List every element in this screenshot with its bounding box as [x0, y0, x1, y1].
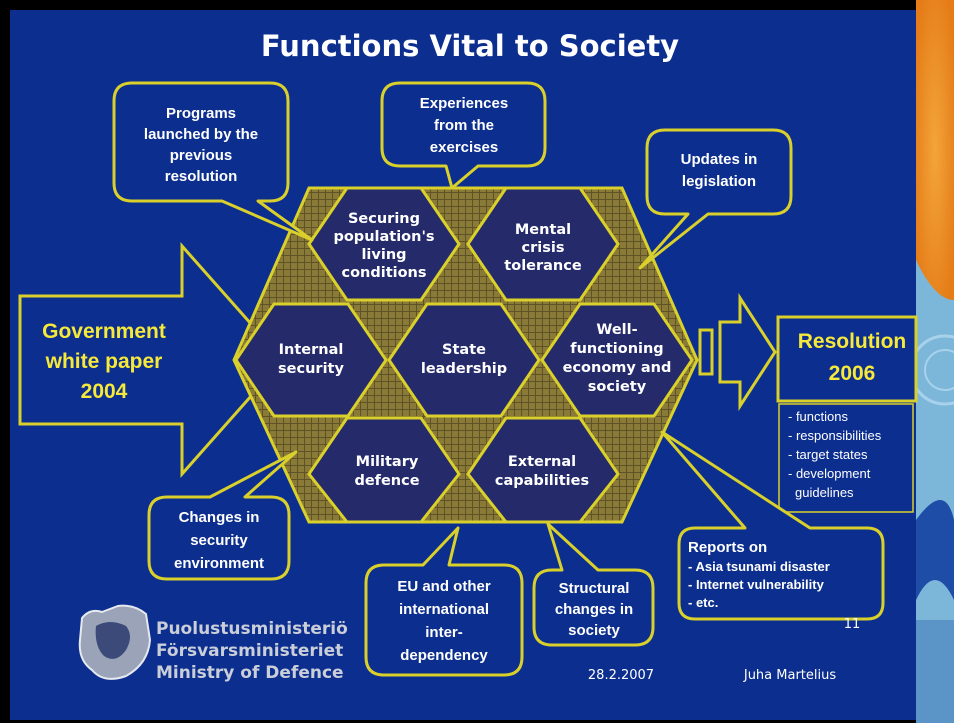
callout-eu: EU and other international inter- depend… [364, 526, 524, 677]
hex-text: State [442, 342, 486, 358]
page-number: 11 [844, 617, 861, 632]
logo-text: Försvarsministeriet [156, 641, 343, 661]
resolution-item: - development [788, 466, 871, 481]
callout-updates: Updates in legislation [638, 128, 793, 270]
callout-text: international [399, 601, 489, 618]
resolution-item: guidelines [795, 485, 854, 500]
reports-title: Reports on [688, 539, 767, 556]
callout-text: Experiences [420, 95, 508, 112]
callout-text: society [568, 622, 620, 639]
hex-text: functioning [570, 341, 663, 357]
hex-text: Well- [596, 322, 637, 338]
resolution-list: - functions - responsibilities - target … [778, 403, 914, 513]
hex-text: society [588, 379, 647, 395]
resolution-item: - functions [788, 409, 848, 424]
callout-text: Programs [166, 105, 236, 122]
hexagon-military: Military defence [307, 416, 461, 524]
callout-text: changes in [555, 601, 633, 618]
right-decoration [909, 0, 954, 723]
hex-text: Internal [279, 342, 344, 358]
hex-text: crisis [522, 240, 565, 256]
hexagon-internal-security: Internal security [234, 302, 388, 418]
reports-item: - Internet vulnerability [688, 577, 825, 592]
hex-text: defence [354, 473, 419, 489]
hex-text: security [278, 361, 344, 377]
hex-text: tolerance [504, 258, 582, 274]
callout-text: Structural [559, 580, 630, 597]
callout-text: Updates in [681, 151, 758, 168]
hexagon-external: External capabilities [466, 416, 620, 524]
hex-text: capabilities [495, 473, 589, 489]
hex-text: conditions [341, 265, 426, 281]
hex-text: External [508, 454, 576, 470]
reports-item: - Asia tsunami disaster [688, 559, 830, 574]
footer-date: 28.2.2007 [588, 668, 654, 683]
callout-text: security [190, 532, 248, 549]
arrow-label-line-1: Government [42, 320, 166, 343]
callout-text: from the [434, 117, 494, 134]
hex-text: economy and [563, 360, 672, 376]
page-title: Functions Vital to Society [261, 29, 679, 63]
callout-text: environment [174, 555, 264, 572]
resolution-label-line-1: Resolution [798, 330, 907, 353]
resolution-item: - target states [788, 447, 868, 462]
callout-structural: Structural changes in society [532, 522, 655, 647]
callout-programs: Programs launched by the previous resolu… [112, 81, 314, 242]
hex-text: Military [356, 454, 419, 470]
hex-text: Securing [348, 211, 420, 227]
hexagon-economy: Well- functioning economy and society [540, 302, 694, 418]
callout-text: resolution [165, 168, 238, 185]
callout-text: Changes in [179, 509, 260, 526]
hex-text: Mental [515, 222, 571, 238]
callout-text: inter- [425, 624, 463, 641]
callout-text: exercises [430, 139, 498, 156]
logo-text: Puolustusministeriö [156, 619, 348, 639]
lion-emblem-inner-icon [95, 622, 130, 659]
callout-text: EU and other [397, 578, 491, 595]
hex-text: population's [333, 229, 434, 245]
logo-text: Ministry of Defence [156, 663, 344, 683]
callout-text: dependency [400, 647, 488, 664]
callout-text: launched by the [144, 126, 258, 143]
footer-author: Juha Martelius [743, 668, 836, 683]
callout-experiences: Experiences from the exercises [380, 81, 547, 190]
hex-text: leadership [421, 361, 507, 377]
government-white-paper-arrow: Government white paper 2004 [18, 242, 286, 478]
resolution-item: - responsibilities [788, 428, 882, 443]
arrow-label-line-2: white paper [45, 350, 163, 373]
ministry-logo: Puolustusministeriö Försvarsministeriet … [78, 604, 348, 683]
callout-text: legislation [682, 173, 756, 190]
hexagon-mental: Mental crisis tolerance [466, 186, 620, 302]
callout-reports: Reports on - Asia tsunami disaster - Int… [660, 430, 885, 621]
arrow-label-line-3: 2004 [81, 380, 128, 403]
callout-changes: Changes in security environment [147, 450, 298, 581]
reports-item: - etc. [688, 595, 718, 610]
resolution-label-line-2: 2006 [829, 362, 876, 385]
callout-text: previous [170, 147, 233, 164]
hexagon-population: Securing population's living conditions [307, 186, 461, 302]
hexagon-cluster: Securing population's living conditions … [232, 186, 699, 524]
hexagon-state-leadership: State leadership [387, 302, 541, 418]
resolution-arrow: Resolution 2006 [698, 292, 918, 412]
hex-text: living [361, 247, 406, 263]
